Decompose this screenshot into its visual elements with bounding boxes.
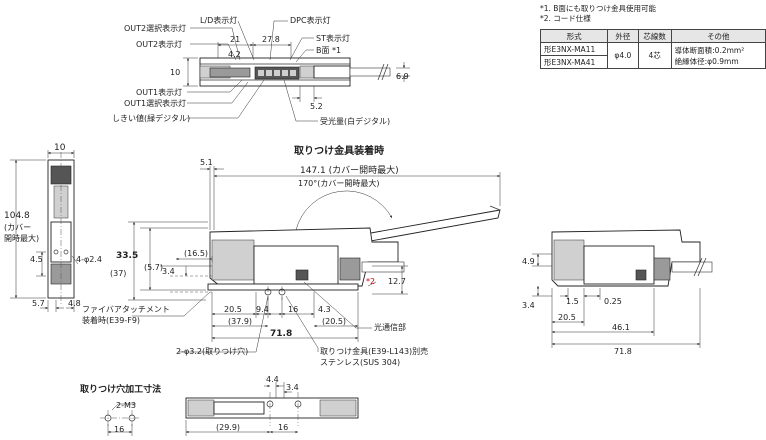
- other-cell: 導体断面積:0.2mm² 絶縁体径:φ0.9mm: [670, 42, 766, 69]
- table-row: 形E3NX-MA11 φ4.0 4芯 導体断面積:0.2mm² 絶縁体径:φ0.…: [539, 42, 766, 69]
- callout-light-signal: 光通信部: [374, 322, 406, 332]
- callout-out2-indicator: OUT2表示灯: [136, 39, 182, 49]
- callout-dpc-indicator: DPC表示灯: [290, 15, 331, 25]
- callout-bracket-material: ステンレス(SUS 304): [320, 358, 400, 367]
- side-dim-4-5: 4.5: [30, 255, 43, 264]
- bottom-view: 4.4 3.4 (29.9) 16: [185, 375, 359, 436]
- right-dim-20-5: 20.5: [558, 313, 576, 322]
- bottom-dim-16: 16: [278, 423, 288, 432]
- mount-hole-title: 取りつけ穴加工寸法: [80, 383, 161, 395]
- bottom-dim-29-9: (29.9): [216, 423, 240, 432]
- open-cover: [353, 209, 501, 245]
- main-view: 取りつけ金具装着時 170°(カバー開時最大): [82, 144, 501, 367]
- bottom-dim-3-4: 3.4: [286, 383, 299, 392]
- main-view-title: 取りつけ金具装着時: [294, 144, 384, 157]
- dim-9-4: 9.4: [256, 305, 269, 314]
- table-row: 形E3NX-MA41: [539, 55, 766, 69]
- header-model: 形式: [539, 29, 609, 43]
- dim-20-5p: (20.5): [322, 317, 346, 326]
- other-line1: 導体断面積:0.2mm²: [674, 45, 745, 55]
- right-dim-1-5: 1.5: [566, 297, 579, 306]
- main-bracket: [207, 283, 359, 291]
- callout-ld-indicator: L/D表示灯: [200, 15, 237, 25]
- dim-20-5: 20.5: [224, 305, 242, 314]
- main-cable: [361, 261, 405, 273]
- dim-12-7: 12.7: [388, 277, 406, 286]
- top-display-green: [209, 67, 251, 78]
- note-b-side: *1. B面にも取りつけ金具使用可能: [540, 4, 657, 13]
- right-dim-0-25: 0.25: [604, 297, 622, 306]
- callout-cord-mark: *2: [366, 277, 375, 286]
- callout-out1-select: OUT1選択表示灯: [124, 98, 186, 108]
- dim-27-8: 27.8: [262, 35, 280, 44]
- callout-fiber-attachment: ファイバアタッチメント: [82, 305, 170, 314]
- dim-4-2: 4.2: [228, 50, 241, 59]
- top-view: OUT2選択表示灯 OUT2表示灯 OUT1表示灯 OUT1選択表示灯 しきい値…: [112, 15, 410, 126]
- right-cable: [671, 261, 713, 273]
- top-cable: [349, 67, 391, 77]
- callout-cover-angle: 170°(カバー開時最大): [298, 178, 380, 188]
- dim-5-1: 5.1: [200, 158, 213, 167]
- dim-37: (37): [110, 269, 126, 278]
- callout-mount-holes: 2-φ3.2(取りつけ穴): [176, 346, 248, 356]
- diameter-cell: φ4.0: [607, 42, 639, 69]
- bottom-dim-4-4: 4.4: [266, 375, 279, 384]
- callout-received-light: 受光量(白デジタル): [320, 116, 390, 126]
- right-view: 4.9 3.4 1.5 0.25 20.5 46.1 71.8: [522, 229, 713, 356]
- side-dim-10: 10: [54, 143, 66, 153]
- side-dim-5-7: 5.7: [32, 299, 45, 308]
- dim-16: 16: [288, 305, 298, 314]
- dim-4-3: 4.3: [318, 305, 331, 314]
- dim-6-9: 6.9: [396, 72, 409, 81]
- side-dim-104-8-note1: (カバー: [4, 223, 31, 232]
- callout-bracket: 取りつけ金具(E39-L143)別売: [320, 346, 428, 356]
- right-dim-3-4: 3.4: [522, 301, 535, 310]
- table-header-row: 形式 外径 芯線数 その他: [539, 29, 766, 43]
- right-dim-4-9: 4.9: [522, 257, 535, 266]
- side-dim-4-8: 4.8: [68, 299, 81, 308]
- dim-71-8: 71.8: [270, 329, 292, 339]
- callout-st-indicator: ST表示灯: [316, 33, 350, 43]
- dim-33-5: 33.5: [116, 251, 138, 261]
- main-fiber-port: [211, 239, 255, 281]
- mount-hole-16: 16: [114, 425, 124, 434]
- dim-37-9: (37.9): [228, 317, 252, 326]
- main-light-signal-window: [295, 269, 309, 281]
- other-line2: 絶縁体径:φ0.9mm: [674, 56, 739, 66]
- side-dim-104-8: 104.8: [4, 211, 30, 221]
- dim-147-1: 147.1 (カバー開時最大): [300, 164, 399, 176]
- right-dim-71-8: 71.8: [614, 347, 632, 356]
- callout-threshold: しきい値(緑デジタル): [112, 113, 190, 123]
- cord-spec-table: 形式 外径 芯線数 その他 形E3NX-MA11 φ4.0 4芯 導体断面積:0…: [539, 29, 766, 69]
- callout-out1-indicator: OUT1表示灯: [136, 87, 182, 97]
- side-dim-104-8-note2: 開時最大): [4, 233, 39, 243]
- mount-hole-view: 取りつけ穴加工寸法 2-M3 16: [80, 383, 161, 436]
- dim-10: 10: [170, 68, 180, 77]
- right-dim-46-1: 46.1: [612, 323, 630, 332]
- header-diameter: 外径: [607, 29, 639, 43]
- mount-hole-m3: 2-M3: [116, 401, 136, 410]
- dim-5-2: 5.2: [310, 102, 323, 111]
- side-view: 10 104.8 (カバー 開時最大) 4.5 4-φ2.4 5.7 4.8: [4, 143, 102, 312]
- dim-3-4: 3.4: [162, 267, 175, 276]
- callout-out2-select: OUT2選択表示灯: [124, 23, 186, 33]
- cores-cell: 4芯: [637, 42, 672, 69]
- dim-21: 21: [230, 35, 240, 44]
- callout-b-side: B面 *1: [316, 46, 341, 55]
- dim-16-5: (16.5): [184, 249, 208, 258]
- callout-fiber-attachment2: 装着時(E39-F9): [82, 315, 140, 325]
- model-cell: 形E3NX-MA41: [539, 55, 609, 69]
- notes: *1. B面にも取りつけ金具使用可能 *2. コード仕様: [540, 4, 656, 24]
- dim-5-7: (5.7): [144, 263, 163, 272]
- side-dim-4-phi2-4: 4-φ2.4: [76, 255, 102, 264]
- note-cord-spec: *2. コード仕様: [540, 14, 591, 23]
